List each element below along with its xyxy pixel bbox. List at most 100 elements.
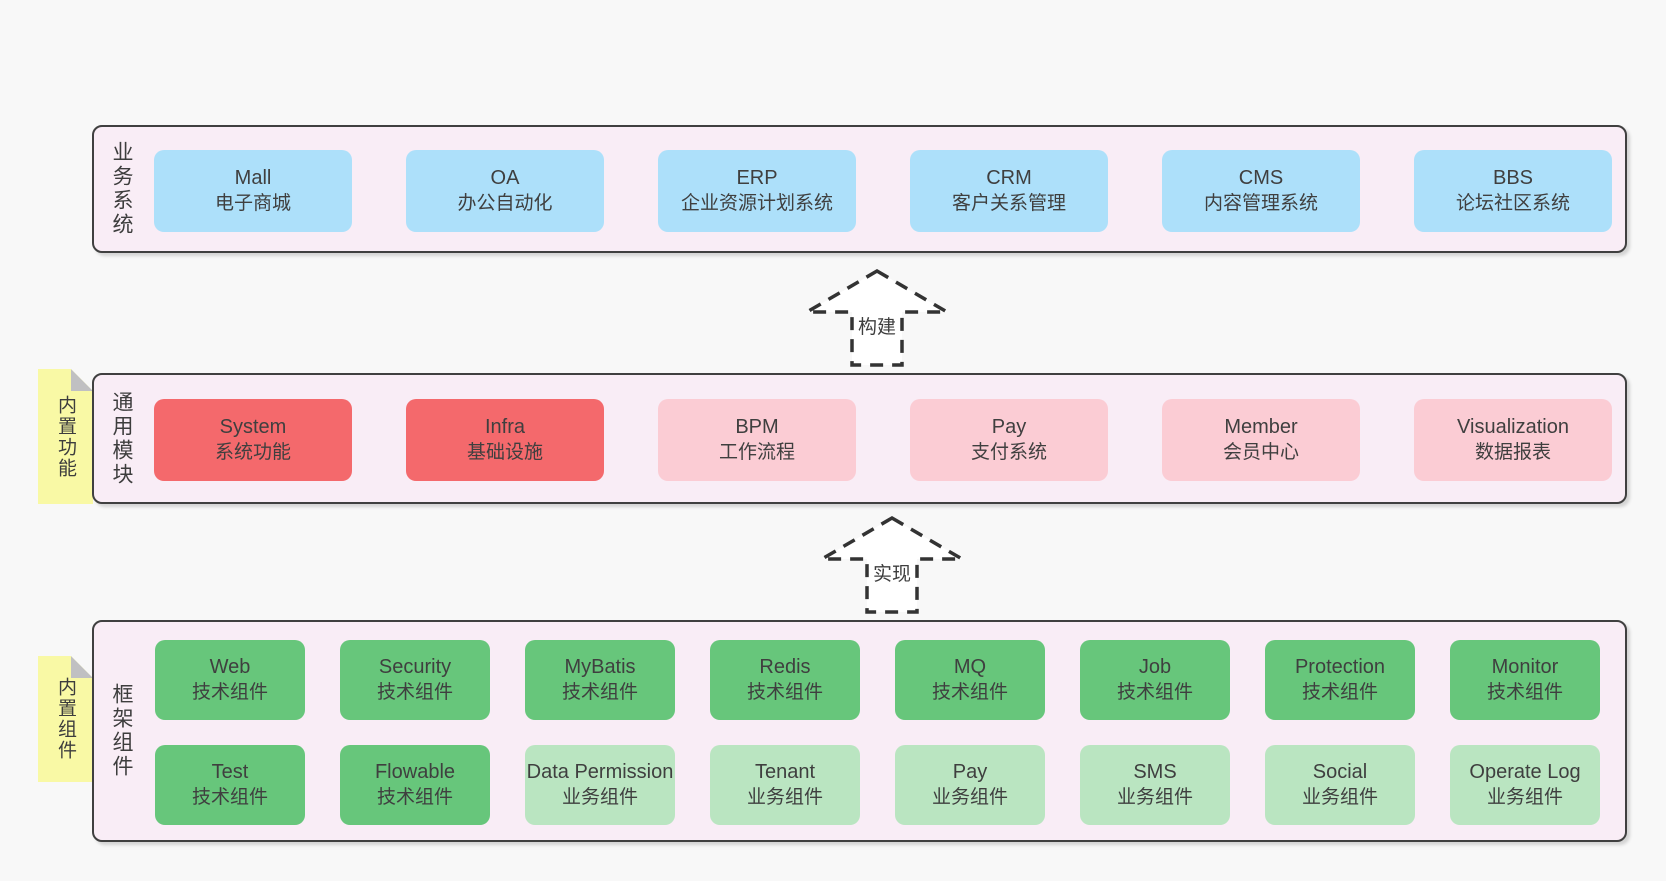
box-crm: CRM 客户关系管理 [910, 150, 1108, 232]
box-subtitle: 技术组件 [191, 682, 268, 703]
box-job: Job 技术组件 [1080, 640, 1230, 720]
box-subtitle: 内容管理系统 [1203, 193, 1318, 214]
box-subtitle: 业务组件 [1116, 787, 1193, 808]
box-subtitle: 系统功能 [214, 442, 291, 463]
box-subtitle: 技术组件 [191, 787, 268, 808]
box-subtitle: 技术组件 [376, 682, 453, 703]
box-system: System 系统功能 [154, 399, 352, 481]
box-row: System 系统功能 Infra 基础设施 BPM 工作流程 Pay 支付系统… [154, 399, 1612, 481]
box-row: Test 技术组件 Flowable 技术组件 Data Permission … [155, 745, 1600, 825]
section-label: 业务系统 [110, 141, 133, 237]
sticky-note-label: 内置功能 [55, 394, 76, 479]
box-subtitle: 业务组件 [1301, 787, 1378, 808]
box-row: Mall 电子商城 OA 办公自动化 ERP 企业资源计划系统 CRM 客户关系… [154, 150, 1612, 232]
box-subtitle: 电子商城 [214, 193, 291, 214]
box-title: ERP [736, 167, 778, 189]
box-title: CRM [986, 167, 1032, 189]
box-erp: ERP 企业资源计划系统 [658, 150, 856, 232]
box-social: Social 业务组件 [1265, 745, 1415, 825]
box-data-permission: Data Permission 业务组件 [525, 745, 675, 825]
box-subtitle: 技术组件 [1486, 682, 1563, 703]
box-flowable: Flowable 技术组件 [340, 745, 490, 825]
box-test: Test 技术组件 [155, 745, 305, 825]
box-sms: SMS 业务组件 [1080, 745, 1230, 825]
box-title: Pay [991, 416, 1027, 438]
box-subtitle: 论坛社区系统 [1455, 193, 1570, 214]
section-business-systems: 业务系统 Mall 电子商城 OA 办公自动化 ERP 企业资源计划系统 CRM… [92, 125, 1627, 253]
box-subtitle: 支付系统 [970, 442, 1047, 463]
box-subtitle: 办公自动化 [457, 193, 553, 214]
box-security: Security 技术组件 [340, 640, 490, 720]
box-subtitle: 技术组件 [1301, 682, 1378, 703]
box-protection: Protection 技术组件 [1265, 640, 1415, 720]
box-title: Data Permission [526, 761, 674, 783]
box-subtitle: 技术组件 [746, 682, 823, 703]
box-title: MyBatis [564, 656, 636, 678]
box-title: Monitor [1491, 656, 1559, 678]
box-title: MQ [953, 656, 987, 678]
box-title: Redis [759, 656, 811, 678]
box-subtitle: 工作流程 [718, 442, 795, 463]
box-subtitle: 业务组件 [1486, 787, 1563, 808]
box-bpm: BPM 工作流程 [658, 399, 856, 481]
box-title: Member [1224, 416, 1298, 438]
box-title: Infra [484, 416, 526, 438]
box-tenant: Tenant 业务组件 [710, 745, 860, 825]
box-title: Pay [952, 761, 988, 783]
sticky-note-built-in-features: 内置功能 [38, 369, 93, 504]
box-title: Protection [1294, 656, 1386, 678]
box-mq: MQ 技术组件 [895, 640, 1045, 720]
box-mall: Mall 电子商城 [154, 150, 352, 232]
box-title: CMS [1238, 167, 1284, 189]
box-monitor: Monitor 技术组件 [1450, 640, 1600, 720]
box-title: Mall [234, 167, 272, 189]
box-title: Test [211, 761, 249, 783]
section-label: 通用模块 [110, 390, 133, 487]
section-label: 框架组件 [110, 683, 133, 779]
box-mybatis: MyBatis 技术组件 [525, 640, 675, 720]
arrow-label: 构建 [855, 312, 899, 339]
section-framework-components: 框架组件 Web 技术组件 Security 技术组件 MyBatis 技术组件… [92, 620, 1627, 842]
box-operate-log: Operate Log 业务组件 [1450, 745, 1600, 825]
box-pay-module: Pay 支付系统 [910, 399, 1108, 481]
box-title: OA [490, 167, 520, 189]
box-title: System [219, 416, 287, 438]
box-title: BPM [735, 416, 779, 438]
box-title: Tenant [754, 761, 816, 783]
box-infra: Infra 基础设施 [406, 399, 604, 481]
box-visualization: Visualization 数据报表 [1414, 399, 1612, 481]
box-cms: CMS 内容管理系统 [1162, 150, 1360, 232]
box-subtitle: 客户关系管理 [951, 193, 1066, 214]
box-oa: OA 办公自动化 [406, 150, 604, 232]
box-title: Flowable [374, 761, 456, 783]
box-subtitle: 业务组件 [561, 787, 638, 808]
box-subtitle: 技术组件 [561, 682, 638, 703]
box-subtitle: 业务组件 [931, 787, 1008, 808]
box-subtitle: 技术组件 [1116, 682, 1193, 703]
box-pay-component: Pay 业务组件 [895, 745, 1045, 825]
box-member: Member 会员中心 [1162, 399, 1360, 481]
up-arrow-implement: 实现 [819, 515, 965, 615]
box-title: Operate Log [1469, 761, 1581, 783]
box-subtitle: 会员中心 [1222, 442, 1299, 463]
box-redis: Redis 技术组件 [710, 640, 860, 720]
box-title: Social [1312, 761, 1368, 783]
sticky-note-built-in-components: 内置组件 [38, 656, 93, 782]
box-row: Web 技术组件 Security 技术组件 MyBatis 技术组件 Redi… [155, 640, 1600, 720]
up-arrow-build: 构建 [804, 268, 950, 368]
box-title: Job [1138, 656, 1172, 678]
box-subtitle: 基础设施 [466, 442, 543, 463]
box-web: Web 技术组件 [155, 640, 305, 720]
section-common-modules: 通用模块 System 系统功能 Infra 基础设施 BPM 工作流程 Pay… [92, 373, 1627, 504]
box-title: Web [209, 656, 251, 678]
box-title: SMS [1133, 761, 1177, 783]
box-subtitle: 技术组件 [376, 787, 453, 808]
box-title: BBS [1492, 167, 1534, 189]
sticky-note-label: 内置组件 [55, 677, 76, 761]
box-subtitle: 数据报表 [1474, 442, 1551, 463]
box-subtitle: 业务组件 [746, 787, 823, 808]
box-title: Visualization [1457, 416, 1569, 438]
box-subtitle: 企业资源计划系统 [680, 193, 833, 214]
box-subtitle: 技术组件 [931, 682, 1008, 703]
